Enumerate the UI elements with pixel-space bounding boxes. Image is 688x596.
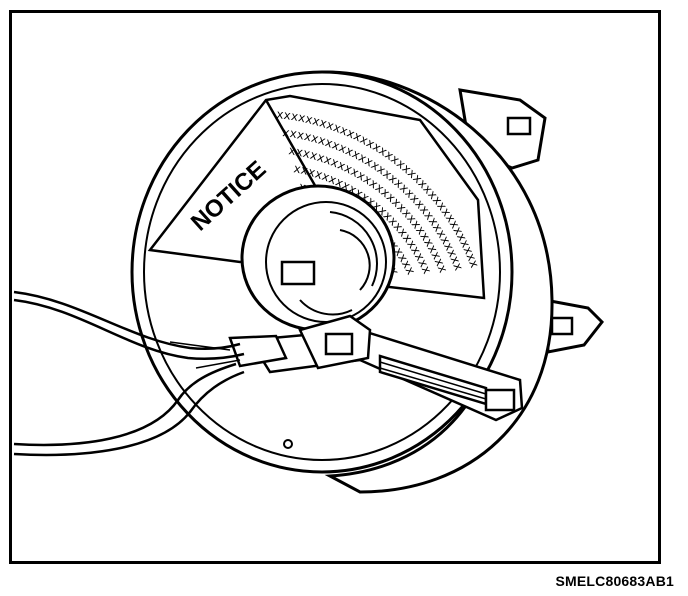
alignment-hole (283, 439, 293, 449)
housing-rim (143, 83, 501, 461)
center-bore (240, 184, 396, 332)
wire-harness (13, 290, 245, 457)
mounting-tab-right (543, 298, 604, 354)
figure-code: SMELC80683AB1 (555, 573, 674, 589)
connector-strip (228, 314, 524, 422)
